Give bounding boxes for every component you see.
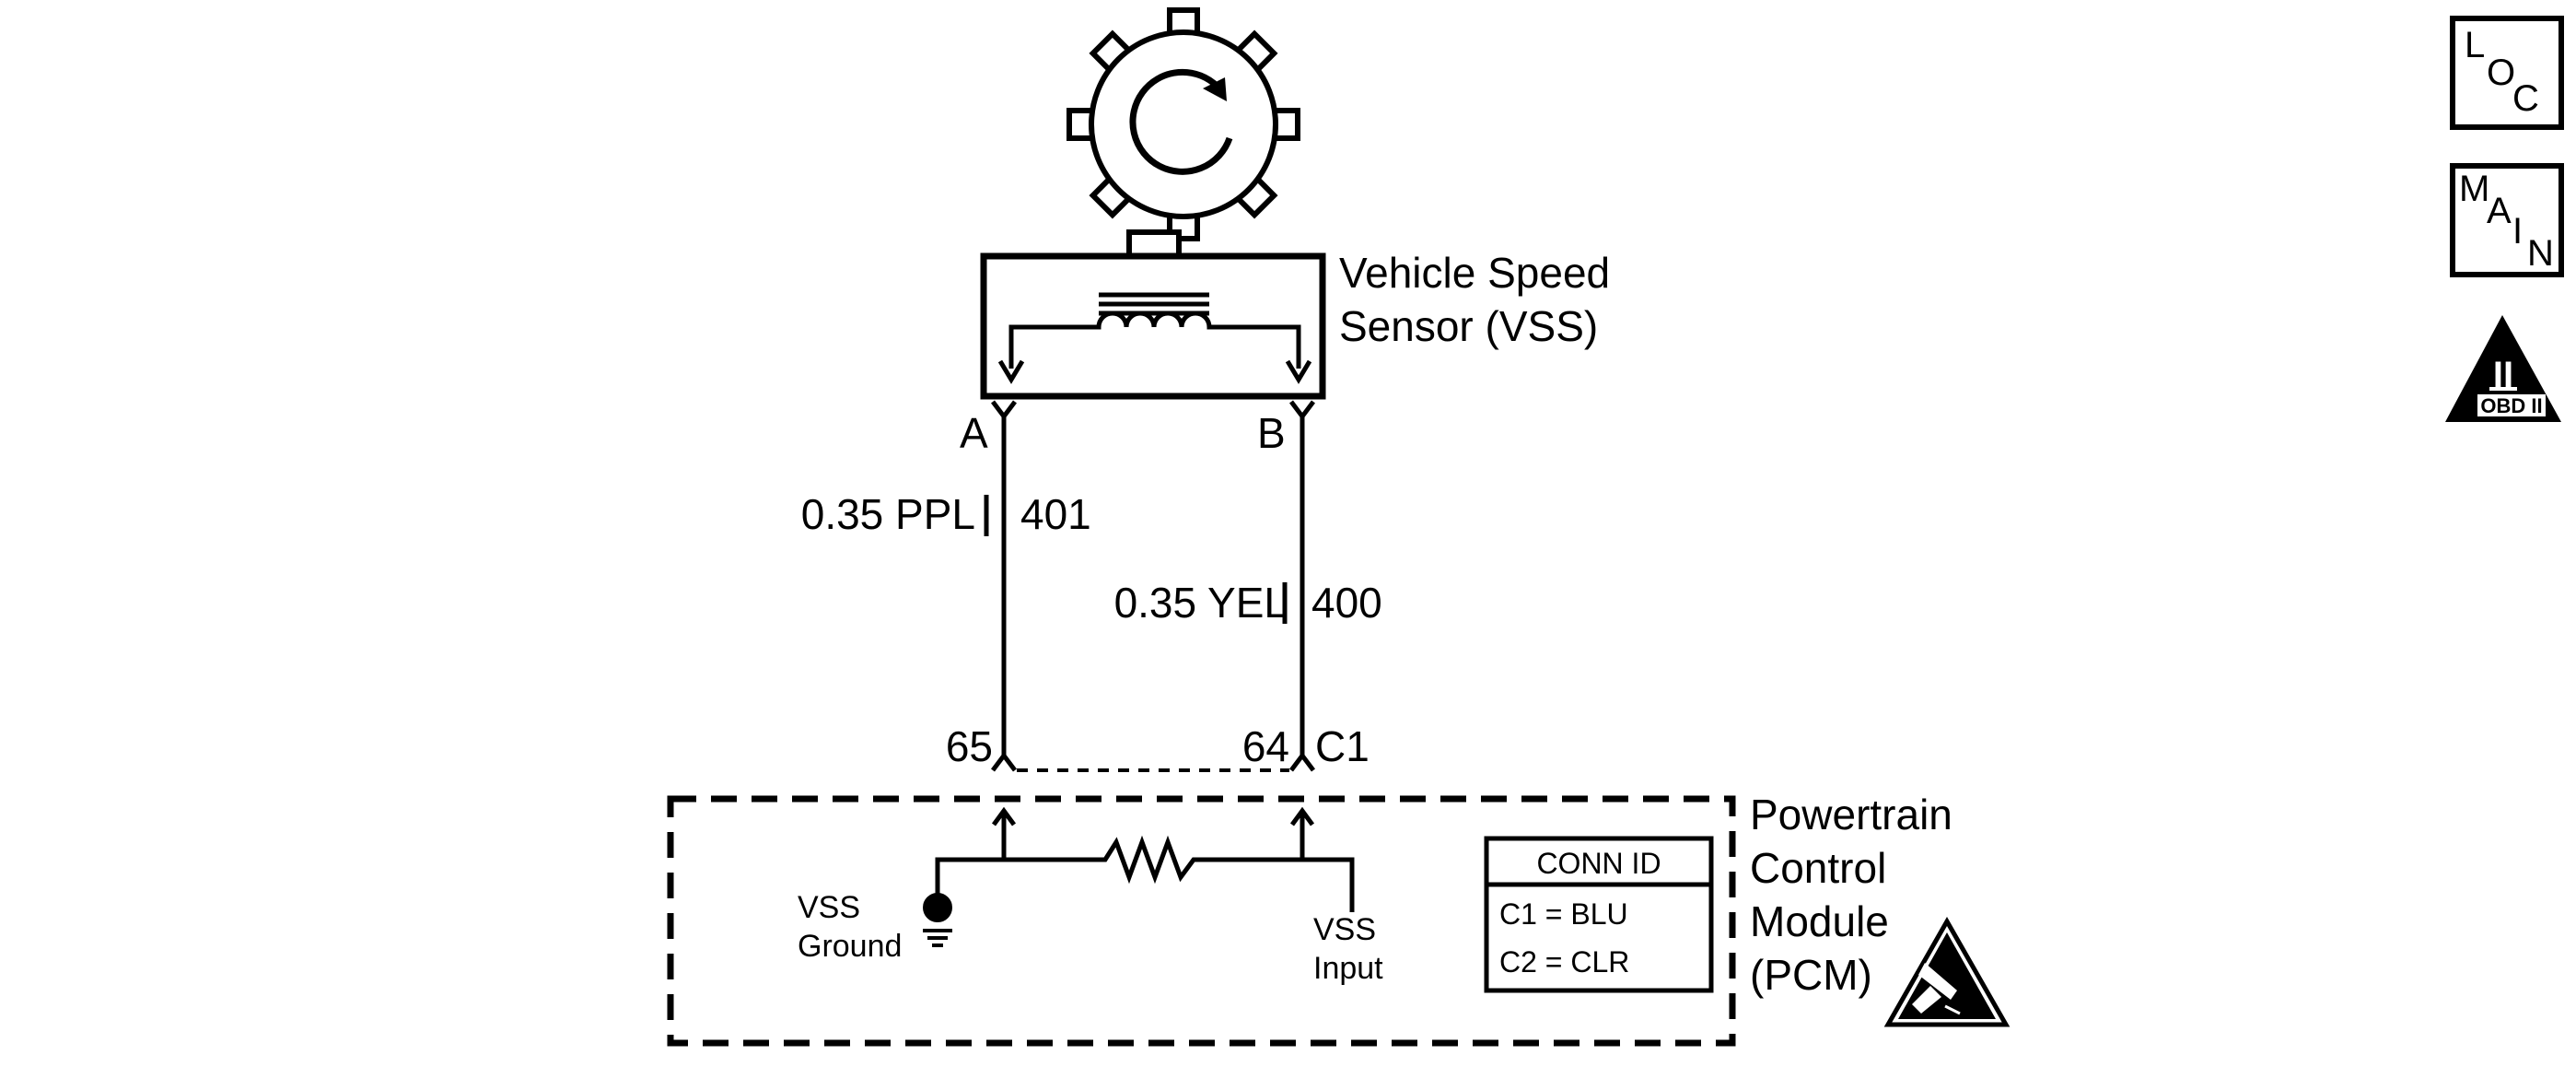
vss-ground-label-line2: Ground bbox=[798, 929, 902, 964]
pcm-box bbox=[667, 795, 1736, 1047]
conn-id-row-2: C2 = CLR bbox=[1499, 945, 1629, 979]
loc-letter-l: L bbox=[2465, 25, 2485, 65]
connector-c1-label: C1 bbox=[1315, 722, 1370, 770]
obd-label: OBD II bbox=[2480, 394, 2542, 417]
vss-input-label-line2: Input bbox=[1313, 951, 1383, 986]
loc-letter-c: C bbox=[2512, 78, 2539, 119]
sensor-label-line2: Sensor (VSS) bbox=[1339, 302, 1598, 350]
obd-ii-nav-button[interactable]: II OBD II bbox=[2445, 315, 2561, 422]
main-letter-n: N bbox=[2527, 233, 2554, 274]
reluctor-wheel-icon bbox=[1067, 7, 1300, 241]
obd-numeral: II bbox=[2493, 355, 2513, 395]
sensor-mount-stub bbox=[1126, 229, 1182, 259]
main-letter-m: M bbox=[2459, 169, 2489, 209]
conn-id-title: CONN ID bbox=[1536, 847, 1661, 880]
loc-nav-button[interactable]: L O C bbox=[2450, 16, 2564, 130]
wire-right-circuit: 400 bbox=[1311, 579, 1382, 627]
main-letter-i: I bbox=[2512, 211, 2523, 252]
pcm-connector bbox=[991, 751, 1315, 772]
pin-64-label: 64 bbox=[1242, 722, 1289, 770]
ground-icon bbox=[923, 860, 952, 947]
pcm-label-line4: (PCM) bbox=[1750, 951, 1872, 999]
main-letter-a: A bbox=[2487, 191, 2512, 231]
sensor-label-line1: Vehicle Speed bbox=[1339, 249, 1610, 297]
vss-input-label-line1: VSS bbox=[1313, 912, 1376, 947]
pcm-internal-circuit bbox=[935, 806, 1355, 912]
conn-id-row-1: C1 = BLU bbox=[1499, 897, 1628, 931]
terminal-a-label: A bbox=[960, 409, 988, 457]
pin-65-label: 65 bbox=[946, 722, 993, 770]
esd-warning-icon bbox=[1883, 916, 2011, 1027]
wires bbox=[984, 416, 1305, 756]
wire-left-gauge-color: 0.35 PPL bbox=[801, 490, 975, 538]
loc-letter-o: O bbox=[2487, 53, 2515, 93]
sensor-coil bbox=[997, 292, 1312, 384]
pcm-label-line2: Control bbox=[1750, 844, 1886, 892]
terminal-b-label: B bbox=[1257, 409, 1286, 457]
pcm-label-line3: Module bbox=[1750, 897, 1889, 945]
main-nav-button[interactable]: M A I N bbox=[2450, 163, 2564, 277]
conn-id-table: CONN ID C1 = BLU C2 = CLR bbox=[1484, 836, 1714, 993]
pcm-label-line1: Powertrain bbox=[1750, 791, 1952, 838]
wire-right-gauge-color: 0.35 YEL bbox=[1114, 579, 1288, 627]
vss-ground-label-line1: VSS bbox=[798, 890, 860, 925]
wire-left-circuit: 401 bbox=[1020, 490, 1091, 538]
